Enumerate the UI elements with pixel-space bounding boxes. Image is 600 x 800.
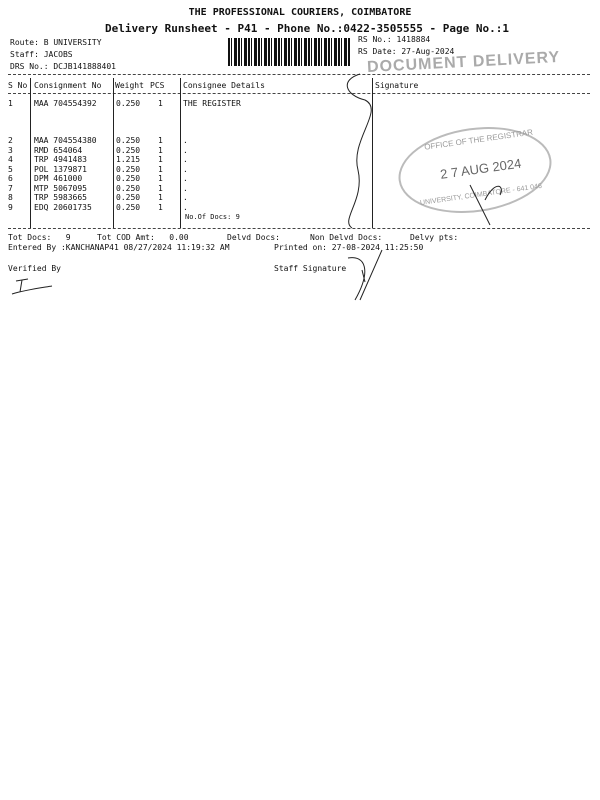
col-sno: S No (8, 81, 28, 90)
row-consignment: TRP 5983665 (34, 193, 87, 202)
row-weight: 0.250 (116, 145, 141, 155)
col-pcs: PCS (150, 81, 165, 90)
row-sno: 1 (8, 99, 13, 108)
row-weight: 0.250 (116, 136, 141, 145)
row-weight: 0.250 (116, 193, 141, 202)
delvd-docs: Delvd Docs: (227, 233, 280, 242)
row-consignment: TRP 4941483 (34, 155, 87, 164)
row-pcs: 1 (158, 155, 163, 164)
row-sno: 5 (8, 164, 13, 174)
verified-by: Verified By (8, 264, 61, 273)
row-consignment: MAA 704554380 (34, 136, 97, 145)
route: Route: B UNIVERSITY (10, 38, 102, 47)
row-sno: 2 (8, 136, 13, 145)
printed-on: Printed on: 27-08-2024 11:25:50 (274, 243, 424, 252)
row-consignee: . (183, 193, 188, 202)
row-sno: 7 (8, 183, 13, 193)
row-pcs: 1 (158, 164, 163, 174)
row-weight: 0.250 (116, 99, 141, 108)
row-consignee: . (183, 202, 188, 212)
row-consignee: . (183, 183, 188, 193)
rs-date: RS Date: 27-Aug-2024 (358, 47, 455, 56)
staff: Staff: JACOBS (10, 50, 73, 59)
non-delvd-docs: Non Delvd Docs: (310, 233, 383, 242)
row-consignment: MTP 5067095 (34, 183, 87, 193)
divider (8, 228, 590, 229)
row-pcs: 1 (158, 99, 163, 108)
row-weight: 0.250 (116, 183, 141, 193)
row-consignment: EDQ 20601735 (34, 202, 92, 212)
divider (8, 93, 590, 94)
tot-cod: Tot COD Amt: 0.00 (97, 233, 189, 242)
barcode (228, 38, 350, 66)
row-weight: 1.215 (116, 155, 141, 164)
runsheet-subtitle: Delivery Runsheet - P41 - Phone No.:0422… (105, 22, 509, 35)
row-sno: 9 (8, 202, 13, 212)
tot-docs: Tot Docs: 9 (8, 233, 71, 242)
row-sno: 8 (8, 193, 13, 202)
row-consignment: DPM 461000 (34, 174, 83, 183)
row-pcs: 1 (158, 193, 163, 202)
row-pcs: 1 (158, 136, 163, 145)
row-consignment: RMD 654064 (34, 145, 83, 155)
rs-number: RS No.: 1418884 (358, 35, 431, 44)
row-pcs: 1 (158, 202, 163, 212)
row-consignment: POL 1379871 (34, 164, 87, 174)
col-signature: Signature (375, 81, 419, 90)
col-consignee: Consignee Details (183, 81, 265, 90)
no-of-docs: No.Of Docs: 9 (185, 213, 240, 221)
row-sno: 6 (8, 174, 13, 183)
row-consignee: . (183, 136, 188, 145)
row-consignee: THE REGISTER (183, 99, 241, 108)
col-consignment: Consignment No (34, 81, 102, 90)
drs-number: DRS No.: DCJB141888401 (10, 62, 116, 71)
staff-signature-label: Staff Signature (274, 264, 347, 273)
company-title: THE PROFESSIONAL COURIERS, COIMBATORE (188, 7, 412, 18)
row-weight: 0.250 (116, 164, 141, 174)
row-consignee: . (183, 145, 188, 155)
row-weight: 0.250 (116, 202, 141, 212)
row-pcs: 1 (158, 183, 163, 193)
row-sno: 3 (8, 145, 13, 155)
row-pcs: 1 (158, 174, 163, 183)
entered-by: Entered By :KANCHANAP41 08/27/2024 11:19… (8, 243, 230, 252)
row-consignee: . (183, 174, 188, 183)
divider (8, 74, 590, 75)
row-sno: 4 (8, 155, 13, 164)
col-weight: Weight (115, 81, 144, 90)
row-pcs: 1 (158, 145, 163, 155)
row-consignee: . (183, 155, 188, 164)
row-weight: 0.250 (116, 174, 141, 183)
row-consignment: MAA 704554392 (34, 99, 97, 108)
delvy-pts: Delvy pts: (410, 233, 459, 242)
row-consignee: . (183, 164, 188, 174)
